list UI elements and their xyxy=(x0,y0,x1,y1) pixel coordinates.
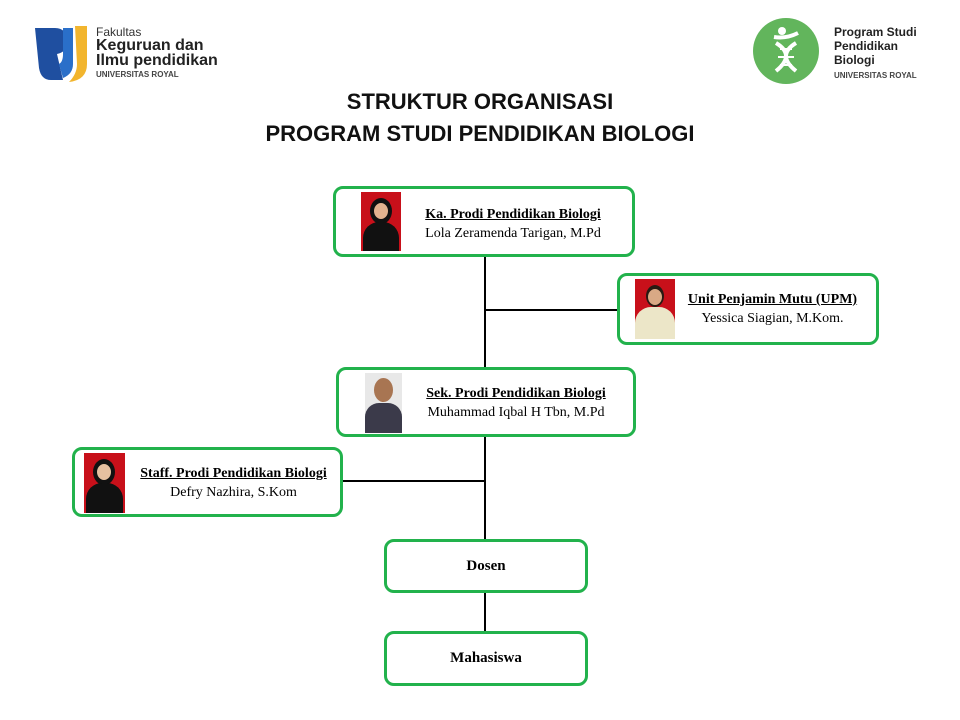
dosen-label: Dosen xyxy=(466,557,506,574)
node-dosen: Dosen xyxy=(384,539,588,593)
prodi-logo-line1: Program Studi xyxy=(834,25,917,39)
prodi-logo-line3: Biologi xyxy=(834,53,875,67)
photo-upm xyxy=(635,279,675,339)
connector-staff xyxy=(342,480,485,482)
prodi-logo-line2: Pendidikan xyxy=(834,39,899,53)
prodi-logo: Program Studi Pendidikan Biologi UNIVERS… xyxy=(752,17,952,85)
connector-dosen-mahasiswa xyxy=(484,592,486,632)
fkip-logo: Fakultas Keguruan dan Ilmu pendidikan UN… xyxy=(33,24,233,84)
fkip-logo-line3: Ilmu pendidikan xyxy=(96,52,218,69)
sekprodi-name: Muhammad Iqbal H Tbn, M.Pd xyxy=(427,405,605,420)
node-sekprodi: Sek. Prodi Pendidikan Biologi Muhammad I… xyxy=(336,367,636,437)
photo-staff xyxy=(84,453,125,513)
page-title-line1: STRUKTUR ORGANISASI xyxy=(346,89,614,114)
page-title-line2: PROGRAM STUDI PENDIDIKAN BIOLOGI xyxy=(265,121,695,146)
kaprodi-name: Lola Zeramenda Tarigan, M.Pd xyxy=(425,226,601,241)
node-mahasiswa: Mahasiswa xyxy=(384,631,588,686)
staff-role: Staff. Prodi Pendidikan Biologi xyxy=(140,466,327,481)
photo-sekprodi xyxy=(365,373,402,433)
mahasiswa-label: Mahasiswa xyxy=(450,650,522,666)
fkip-logo-line1: Fakultas xyxy=(96,25,142,39)
photo-kaprodi xyxy=(361,192,401,251)
upm-name: Yessica Siagian, M.Kom. xyxy=(701,311,844,326)
upm-role: Unit Penjamin Mutu (UPM) xyxy=(687,292,858,307)
dna-logo-icon xyxy=(753,18,819,84)
fkip-logo-mark-icon xyxy=(35,26,87,82)
kaprodi-role: Ka. Prodi Pendidikan Biologi xyxy=(425,207,601,222)
prodi-logo-line4: UNIVERSITAS ROYAL xyxy=(834,71,917,80)
node-upm: Unit Penjamin Mutu (UPM) Yessica Siagian… xyxy=(617,273,879,345)
sekprodi-role: Sek. Prodi Pendidikan Biologi xyxy=(426,386,606,401)
node-staff: Staff. Prodi Pendidikan Biologi Defry Na… xyxy=(72,447,343,517)
node-kaprodi: Ka. Prodi Pendidikan Biologi Lola Zerame… xyxy=(333,186,635,257)
staff-name: Defry Nazhira, S.Kom xyxy=(170,485,297,500)
fkip-logo-line2: Keguruan dan xyxy=(96,37,204,54)
fkip-logo-line4: UNIVERSITAS ROYAL xyxy=(96,70,179,79)
connector-upm xyxy=(485,309,617,311)
